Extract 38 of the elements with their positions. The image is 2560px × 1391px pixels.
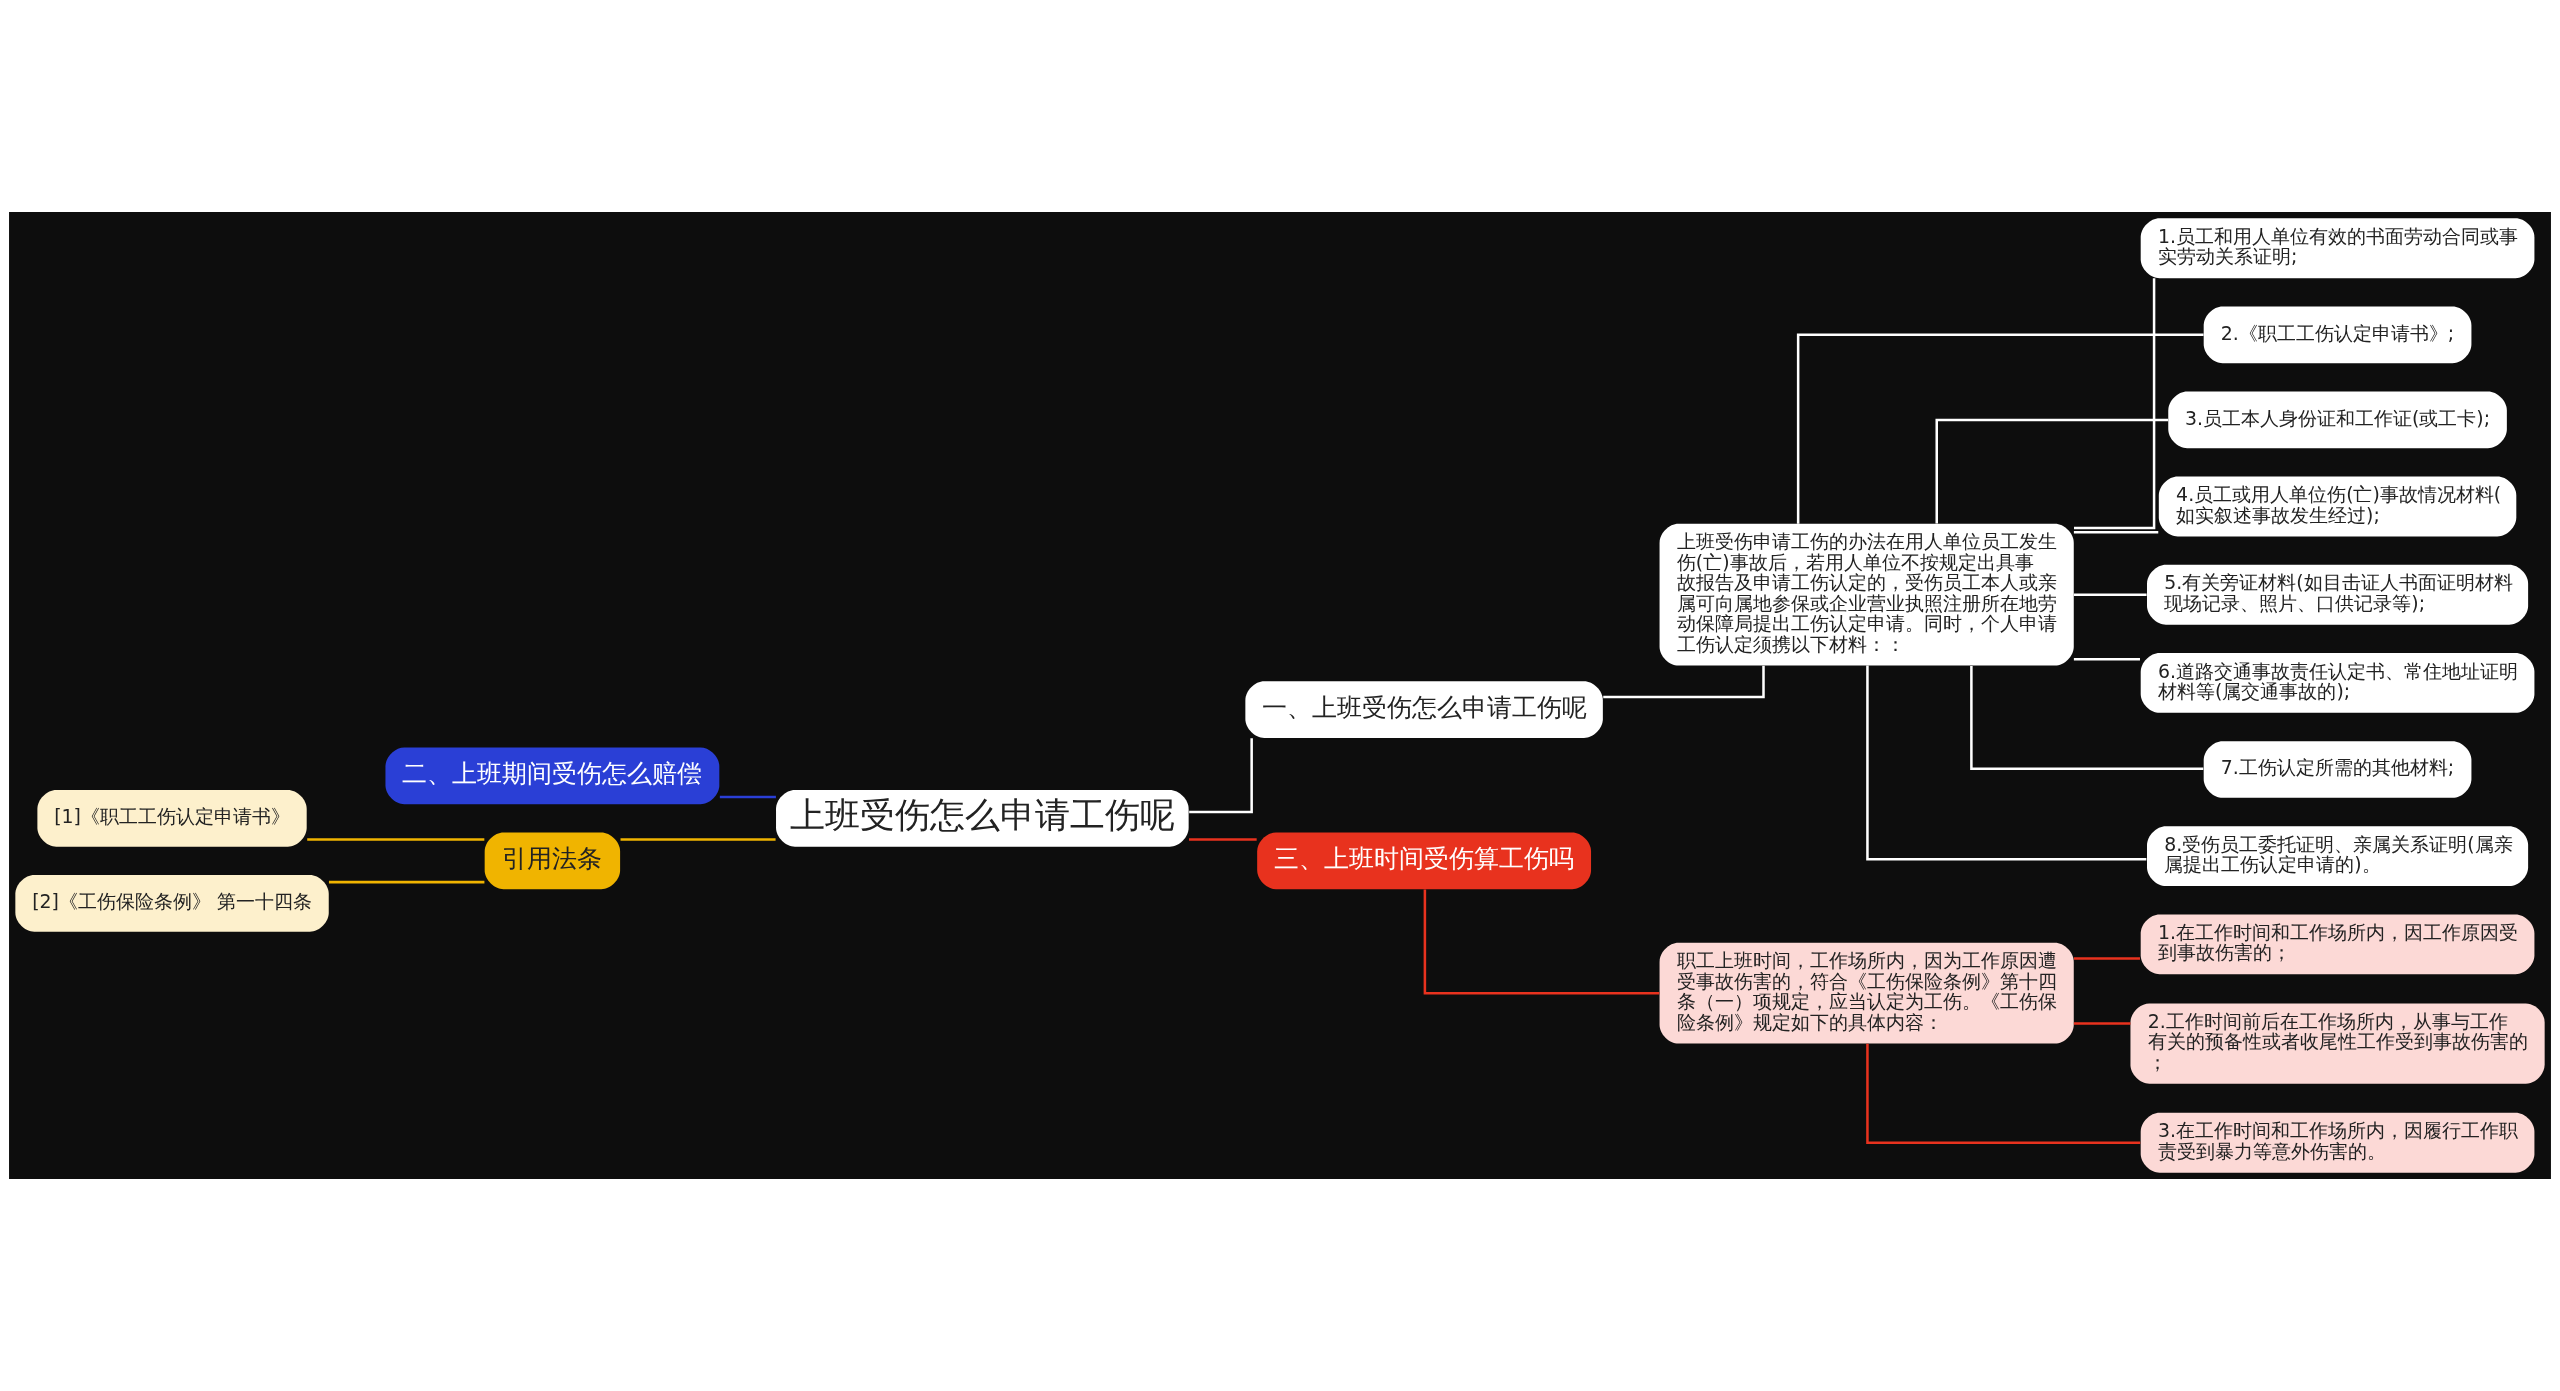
connector — [2073, 957, 2140, 960]
node-box: 7.工伤认定所需的其他材料; — [2203, 741, 2472, 798]
node-box: [1]《职工工伤认定申请书》 — [37, 790, 307, 847]
connector — [1935, 418, 2169, 524]
node-box: 一、上班受伤怎么申请工伤呢 — [1245, 681, 1603, 738]
node-box: 职工上班时间，工作场所内，因为工作原因遭受事故伤害的，符合《工伤保险条例》第十四条（一）项规定，应当认定为工伤。《工伤保险条例》规定如下的具体内容： — [1659, 942, 2074, 1044]
node-box: 5.有关旁证材料(如目击证人书面证明材料现场记录、照片、口供记录等); — [2147, 564, 2529, 625]
connector — [1189, 738, 1253, 814]
node-box: 引用法条 — [484, 832, 621, 890]
connector — [1866, 1043, 2141, 1145]
node-box: 三、上班时间受伤算工伤吗 — [1257, 832, 1592, 890]
connector — [1970, 666, 2204, 770]
connector — [620, 838, 776, 841]
connector — [2074, 278, 2156, 530]
node-box: 2.《职工工伤认定申请书》; — [2203, 306, 2472, 364]
connector — [2073, 593, 2147, 596]
connector — [307, 838, 485, 841]
node-box: 8.受伤员工委托证明、亲属关系证明(属亲属提出工伤认定申请的)。 — [2147, 826, 2529, 887]
connector — [1189, 838, 1257, 841]
node-box: 3.员工本人身份证和工作证(或工卡); — [2168, 391, 2507, 449]
connector — [2073, 530, 2159, 534]
node-box: 2.工作时间前后在工作场所内，从事与工作有关的预备性或者收尾性工作受到事故伤害的； — [2130, 1003, 2545, 1084]
node-box: 上班受伤怎么申请工伤呢 — [776, 790, 1189, 847]
node-box: 二、上班期间受伤怎么赔偿 — [385, 747, 720, 805]
node-box: [2]《工伤保险条例》 第一十四条 — [15, 875, 329, 932]
node-box: 1.员工和用人单位有效的书面劳动合同或事实劳动关系证明; — [2140, 218, 2535, 279]
connector — [2073, 658, 2140, 661]
connector — [1866, 665, 2147, 861]
connector — [328, 880, 485, 884]
node-box: 4.员工或用人单位伤(亡)事故情况材料(如实叙述事故发生经过); — [2158, 476, 2517, 537]
connector — [1423, 889, 1660, 995]
connector — [719, 795, 776, 799]
connector — [2073, 1022, 2131, 1025]
node-box: 3.在工作时间和工作场所内，因履行工作职责受到暴力等意外伤害的。 — [2140, 1112, 2535, 1173]
connector — [1796, 333, 2204, 524]
node-box: 1.在工作时间和工作场所内，因工作原因受到事故伤害的； — [2140, 914, 2535, 975]
node-box: 上班受伤申请工伤的办法在用人单位员工发生伤(亡)事故后，若用人单位不按规定出具事故报告及申请工伤认定的，受伤员工本人或亲属可向属地参保或企业营业执照注册所在地劳动保障局提出工伤认定申请。同时，个人申请工伤认定须携以下材料：： — [1659, 523, 2074, 666]
node-box: 6.道路交通事故责任认定书、常住地址证明材料等(属交通事故的); — [2140, 653, 2535, 713]
